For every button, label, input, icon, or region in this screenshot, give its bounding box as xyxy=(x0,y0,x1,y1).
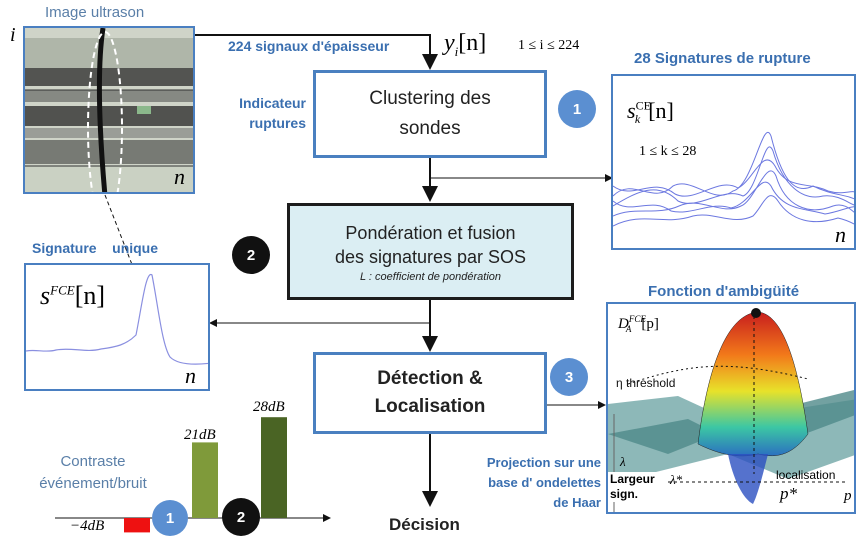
ultrasound-image: n xyxy=(23,26,195,194)
unique-title: Signature unique xyxy=(32,240,158,256)
localisation-label: localisation xyxy=(776,468,836,482)
y-symbol: yi[n] xyxy=(444,30,486,60)
p-star-label: p* xyxy=(780,484,797,503)
contrast-line2: événement/bruit xyxy=(39,475,147,492)
arrow-image-to-clustering xyxy=(193,34,438,70)
projection-label: Projection sur une base d' ondelettes de… xyxy=(455,453,601,513)
d-sub: A xyxy=(625,324,632,334)
clustering-line2: sondes xyxy=(399,118,461,139)
s-fce-arg: [n] xyxy=(74,281,106,310)
chart-category-1: 1 xyxy=(152,500,188,536)
baseline-value-label: −4dB xyxy=(70,518,105,534)
contrast-line1: Contraste xyxy=(60,453,126,470)
signals-label: 224 signaux d'épaisseur xyxy=(228,38,390,54)
ultrasound-texture xyxy=(25,28,193,192)
fusion-note: L : coefficient de pondération xyxy=(359,270,502,283)
d-arg: [p] xyxy=(641,316,659,332)
signatures-n-label: n xyxy=(835,222,846,247)
largeur-label: Largeur sign. xyxy=(608,472,657,502)
step-1-circle: 1 xyxy=(558,90,596,128)
p-label: p xyxy=(844,488,852,504)
i-axis-label: i xyxy=(10,24,16,46)
ambiguity-panel: DFCEA[p] η threshold λ λ* Largeur sign. … xyxy=(606,302,856,514)
unique-title-b: unique xyxy=(112,240,159,256)
step-2-circle: 2 xyxy=(232,236,270,274)
indicator-line2: ruptures xyxy=(249,115,306,131)
projection-line2: base d' ondelettes xyxy=(488,475,601,490)
unique-panel: sFCE[n] n xyxy=(24,263,210,391)
contrast-label: Contraste événement/bruit xyxy=(28,451,158,495)
unique-n-label: n xyxy=(185,363,196,388)
fusion-line1: Pondération et fusion xyxy=(345,222,516,243)
detection-box[interactable]: Détection & Localisation xyxy=(313,352,547,434)
ambiguity-title: Fonction d'ambigüité xyxy=(648,283,800,300)
contrast-bar-negative xyxy=(124,518,150,533)
indicator-line1: Indicateur xyxy=(239,95,306,111)
y-letter: y xyxy=(444,30,455,56)
s-k-sup: CE xyxy=(635,98,651,113)
step-3-circle: 3 xyxy=(550,358,588,396)
threshold-label: η threshold xyxy=(616,376,676,390)
projection-line3: de Haar xyxy=(553,495,601,510)
signatures-panel: sCEk [n] 1 ≤ k ≤ 28 n xyxy=(611,74,856,250)
signatures-plot xyxy=(613,132,854,227)
largeur-line2: sign. xyxy=(610,487,639,501)
bar-1-value-label: 21dB xyxy=(184,427,216,443)
s-k-formula: sCEk [n] xyxy=(627,98,674,127)
signatures-title: 28 Signatures de rupture xyxy=(634,50,811,67)
largeur-line1: Largeur xyxy=(610,472,655,486)
image-title: Image ultrason xyxy=(45,4,145,21)
indicator-label: Indicateur ruptures xyxy=(232,93,306,133)
contrast-bar-2 xyxy=(261,417,287,518)
s-fce-sup: FCE xyxy=(50,282,75,298)
detection-line1: Détection & xyxy=(377,368,483,389)
clustering-line1: Clustering des xyxy=(369,88,491,109)
unique-plot xyxy=(26,274,208,365)
detection-line2: Localisation xyxy=(374,396,486,417)
d-letter: D xyxy=(618,316,629,332)
s-k-letter: s xyxy=(627,98,636,123)
contrast-bar-1 xyxy=(192,442,218,518)
projection-line1: Projection sur une xyxy=(486,455,601,470)
s-fce-letter: s xyxy=(40,281,51,310)
lambda-label: λ xyxy=(620,454,626,469)
clustering-box[interactable]: Clustering des sondes xyxy=(313,70,547,158)
ambiguity-plot xyxy=(608,308,854,512)
fusion-line2: des signatures par SOS xyxy=(334,246,527,267)
fusion-box[interactable]: Pondération et fusion des signatures par… xyxy=(287,203,574,300)
range-k: 1 ≤ k ≤ 28 xyxy=(639,144,697,159)
y-subscript: i xyxy=(454,43,459,59)
s-k-sub: k xyxy=(634,112,641,127)
s-k-arg: [n] xyxy=(648,98,674,123)
image-n-label: n xyxy=(174,164,185,189)
d-sup: FCE xyxy=(628,314,646,324)
unique-title-a: Signature xyxy=(32,240,97,256)
chart-category-2: 2 xyxy=(222,498,260,536)
bar-2-value-label: 28dB xyxy=(253,399,285,415)
d-formula: DFCEA [p] xyxy=(618,314,659,334)
s-fce-formula: sFCE[n] xyxy=(40,281,105,311)
decision-label: Décision xyxy=(389,515,460,534)
lambda-star-label: λ* xyxy=(670,472,683,487)
range-i: 1 ≤ i ≤ 224 xyxy=(518,38,580,53)
y-argument: [n] xyxy=(458,30,487,56)
